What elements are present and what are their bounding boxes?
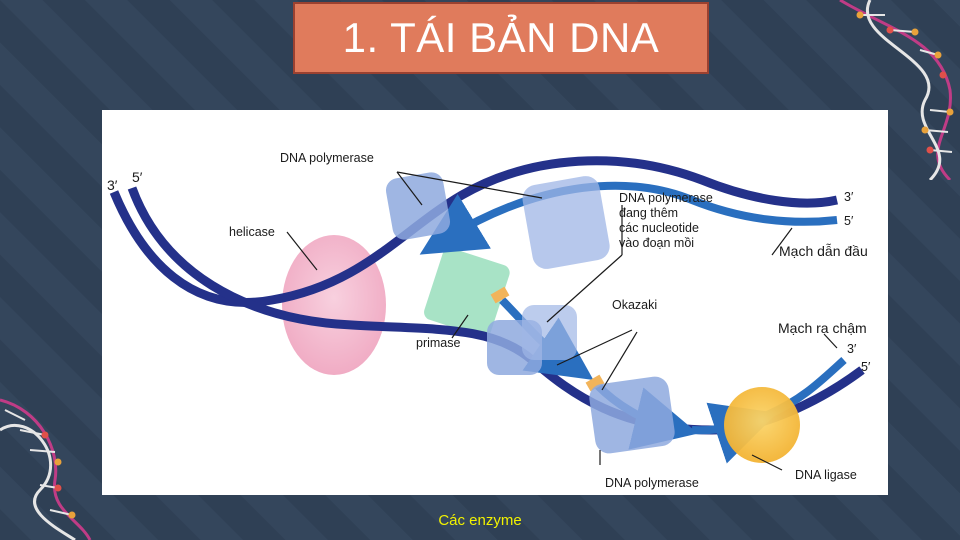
rna-primer-1 [490, 286, 510, 304]
label-3-prime-right-top: 3′ [844, 190, 854, 204]
label-dna-polymerase-adding-line4: vào đoạn mồi [619, 236, 695, 250]
label-dna-polymerase-adding-line1: DNA polymerase [619, 191, 713, 205]
rna-primer-2 [585, 374, 605, 392]
label-leading-strand: Mạch dẫn đầu [779, 243, 868, 259]
label-5-prime-right-bottom: 5′ [861, 360, 871, 374]
dna-ligase-enzyme [724, 387, 800, 463]
label-dna-ligase: DNA ligase [795, 468, 857, 482]
label-dna-polymerase-top: DNA polymerase [280, 151, 374, 165]
label-primase: primase [416, 336, 461, 350]
label-okazaki: Okazaki [612, 298, 658, 312]
dna-helix-decoration-top-right [839, 0, 954, 180]
label-dna-polymerase-bottom: DNA polymerase [605, 476, 699, 490]
dna-polymerase-top-2 [522, 176, 610, 269]
label-dna-polymerase-adding-line2: đang thêm [619, 206, 679, 220]
dna-polymerase-middle-2 [522, 305, 577, 360]
dna-helix-decoration-bottom-left [0, 398, 92, 540]
label-helicase: helicase [229, 225, 275, 239]
label-5-prime-left: 5′ [132, 169, 143, 185]
label-dna-polymerase-adding-line3: các nucleotide [619, 221, 699, 235]
label-3-prime-left: 3′ [107, 177, 118, 193]
dna-replication-diagram: DNA polymerase 3′ 5′ helicase primase DN… [102, 110, 888, 495]
primase-enzyme [424, 248, 510, 337]
label-lagging-strand: Mạch ra chậm [778, 320, 867, 336]
dna-polymerase-bottom [589, 376, 675, 454]
label-5-prime-right-top: 5′ [844, 214, 854, 228]
label-3-prime-right-bottom: 3′ [847, 342, 857, 356]
label-pointer-lines [286, 171, 838, 471]
slide-title-box: 1. TÁI BẢN DNA [293, 2, 709, 74]
slide-caption: Các enzyme [438, 512, 522, 529]
diagram-drawing [109, 156, 865, 471]
dna-polymerase-top-1 [385, 172, 451, 240]
slide-title: 1. TÁI BẢN DNA [342, 14, 660, 61]
